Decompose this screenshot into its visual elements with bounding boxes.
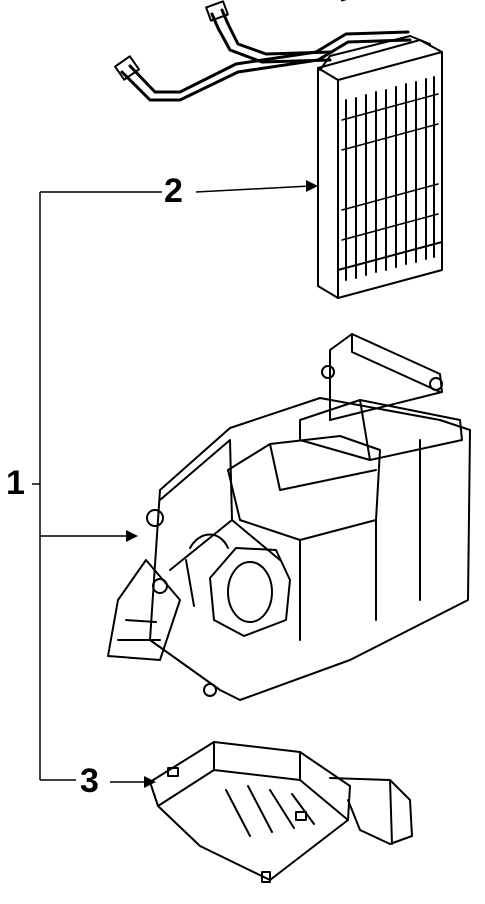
- arrow-to-heater-case: [126, 530, 138, 542]
- callout-leaders: [32, 185, 311, 783]
- heater-core: [114, 0, 443, 299]
- heater-case: [107, 333, 471, 701]
- callout-2-label: 2: [164, 172, 183, 210]
- lower-cover: [149, 741, 413, 883]
- callout-arrowheads: [126, 180, 318, 788]
- callout-1-label: 1: [6, 464, 25, 502]
- arrow-to-heater-core: [306, 180, 318, 192]
- arrow-to-lower-cover: [144, 776, 156, 788]
- callout-3-label: 3: [80, 762, 99, 800]
